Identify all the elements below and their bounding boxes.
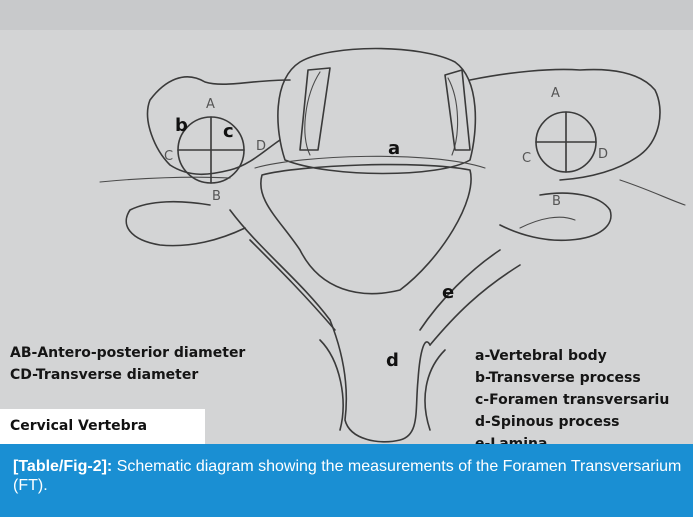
legend-item: d-Spinous process	[475, 411, 669, 433]
label-c: c	[223, 121, 234, 142]
hand-letter-D-left: D	[256, 139, 266, 154]
label-a: a	[388, 138, 400, 159]
vertebra-drawing-photo: A B C D A B C D a b c d e AB-Antero-post…	[0, 0, 693, 464]
hand-letter-A-right: A	[551, 86, 560, 101]
tag-label: Cervical Vertebra	[10, 418, 147, 434]
hand-letter-C-left: C	[164, 149, 173, 164]
legend-item: AB-Antero-posterior diameter	[10, 342, 245, 364]
caption-label: [Table/Fig-2]:	[13, 458, 112, 475]
label-b: b	[175, 115, 188, 136]
legend-item: CD-Transverse diameter	[10, 364, 245, 386]
legend-item: b-Transverse process	[475, 367, 669, 389]
hand-letter-A-left: A	[206, 97, 215, 112]
caption-text: [Table/Fig-2]: Schematic diagram showing…	[13, 457, 683, 495]
hand-letter-B-left: B	[212, 189, 221, 204]
caption-body: Schematic diagram showing the measuremen…	[13, 458, 681, 494]
label-d: d	[386, 350, 399, 371]
label-e: e	[442, 282, 454, 303]
hand-letter-D-right: D	[598, 147, 608, 162]
hand-letter-C-right: C	[522, 151, 531, 166]
legend-diameters: AB-Antero-posterior diameter CD-Transver…	[10, 342, 245, 386]
legend-parts: a-Vertebral body b-Transverse process c-…	[475, 345, 669, 455]
figure-caption: [Table/Fig-2]: Schematic diagram showing…	[0, 444, 693, 517]
hand-letter-B-right: B	[552, 194, 561, 209]
legend-item: a-Vertebral body	[475, 345, 669, 367]
cervical-vertebra-tag: Cervical Vertebra	[0, 409, 205, 444]
legend-item: c-Foramen transversariu	[475, 389, 669, 411]
